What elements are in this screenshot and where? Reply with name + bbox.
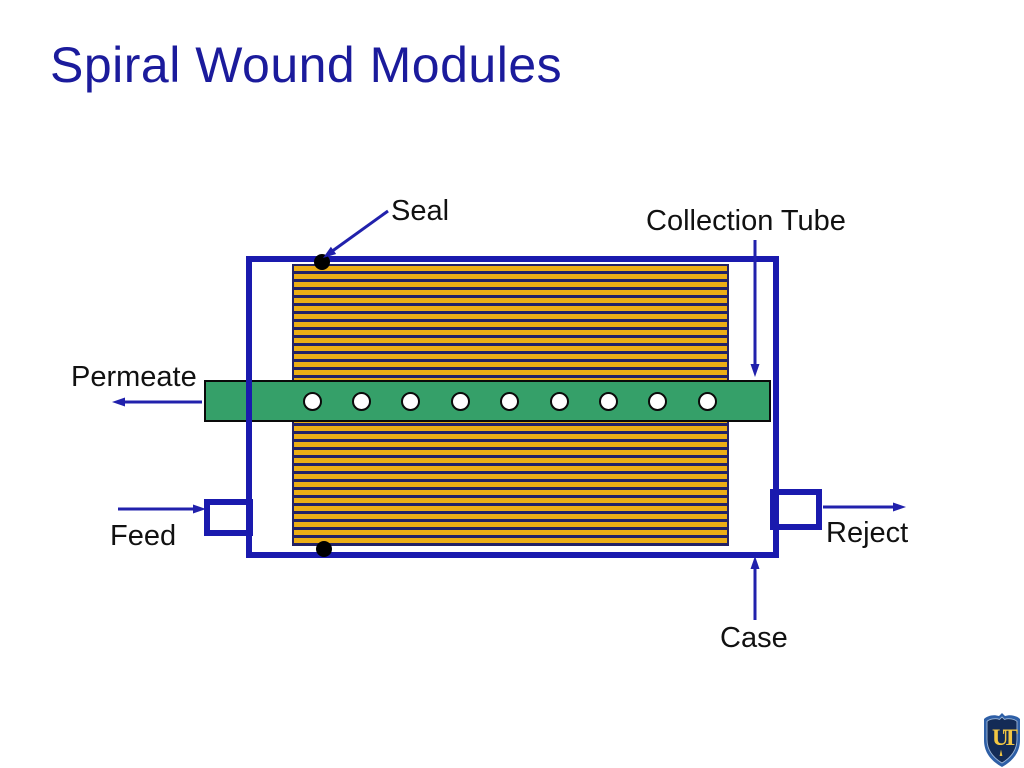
tube-hole bbox=[401, 391, 421, 411]
seal-dot-top bbox=[314, 254, 330, 270]
feed-label: Feed bbox=[110, 520, 177, 552]
case-label: Case bbox=[720, 622, 788, 654]
seal-dot-bottom bbox=[316, 541, 332, 557]
slide-title: Spiral Wound Modules bbox=[50, 37, 563, 93]
logo-torch-mark bbox=[999, 749, 1003, 756]
reject-label: Reject bbox=[826, 517, 909, 549]
permeate-label: Permeate bbox=[71, 361, 197, 393]
tube-hole bbox=[549, 391, 569, 411]
tube-hole bbox=[450, 391, 470, 411]
tube-hole bbox=[351, 391, 371, 411]
seal-label: Seal bbox=[391, 195, 450, 227]
tube-hole bbox=[598, 391, 618, 411]
tube-hole bbox=[697, 391, 717, 411]
university-shield-logo: UT bbox=[984, 713, 1022, 767]
collection-tube-label: Collection Tube bbox=[646, 205, 846, 237]
tube-hole bbox=[500, 391, 520, 411]
tube-hole bbox=[302, 391, 322, 411]
case-outline bbox=[246, 256, 779, 558]
shield-inner-shape bbox=[986, 716, 1018, 764]
tube-hole bbox=[648, 391, 668, 411]
collection-tube-bar bbox=[204, 380, 771, 422]
